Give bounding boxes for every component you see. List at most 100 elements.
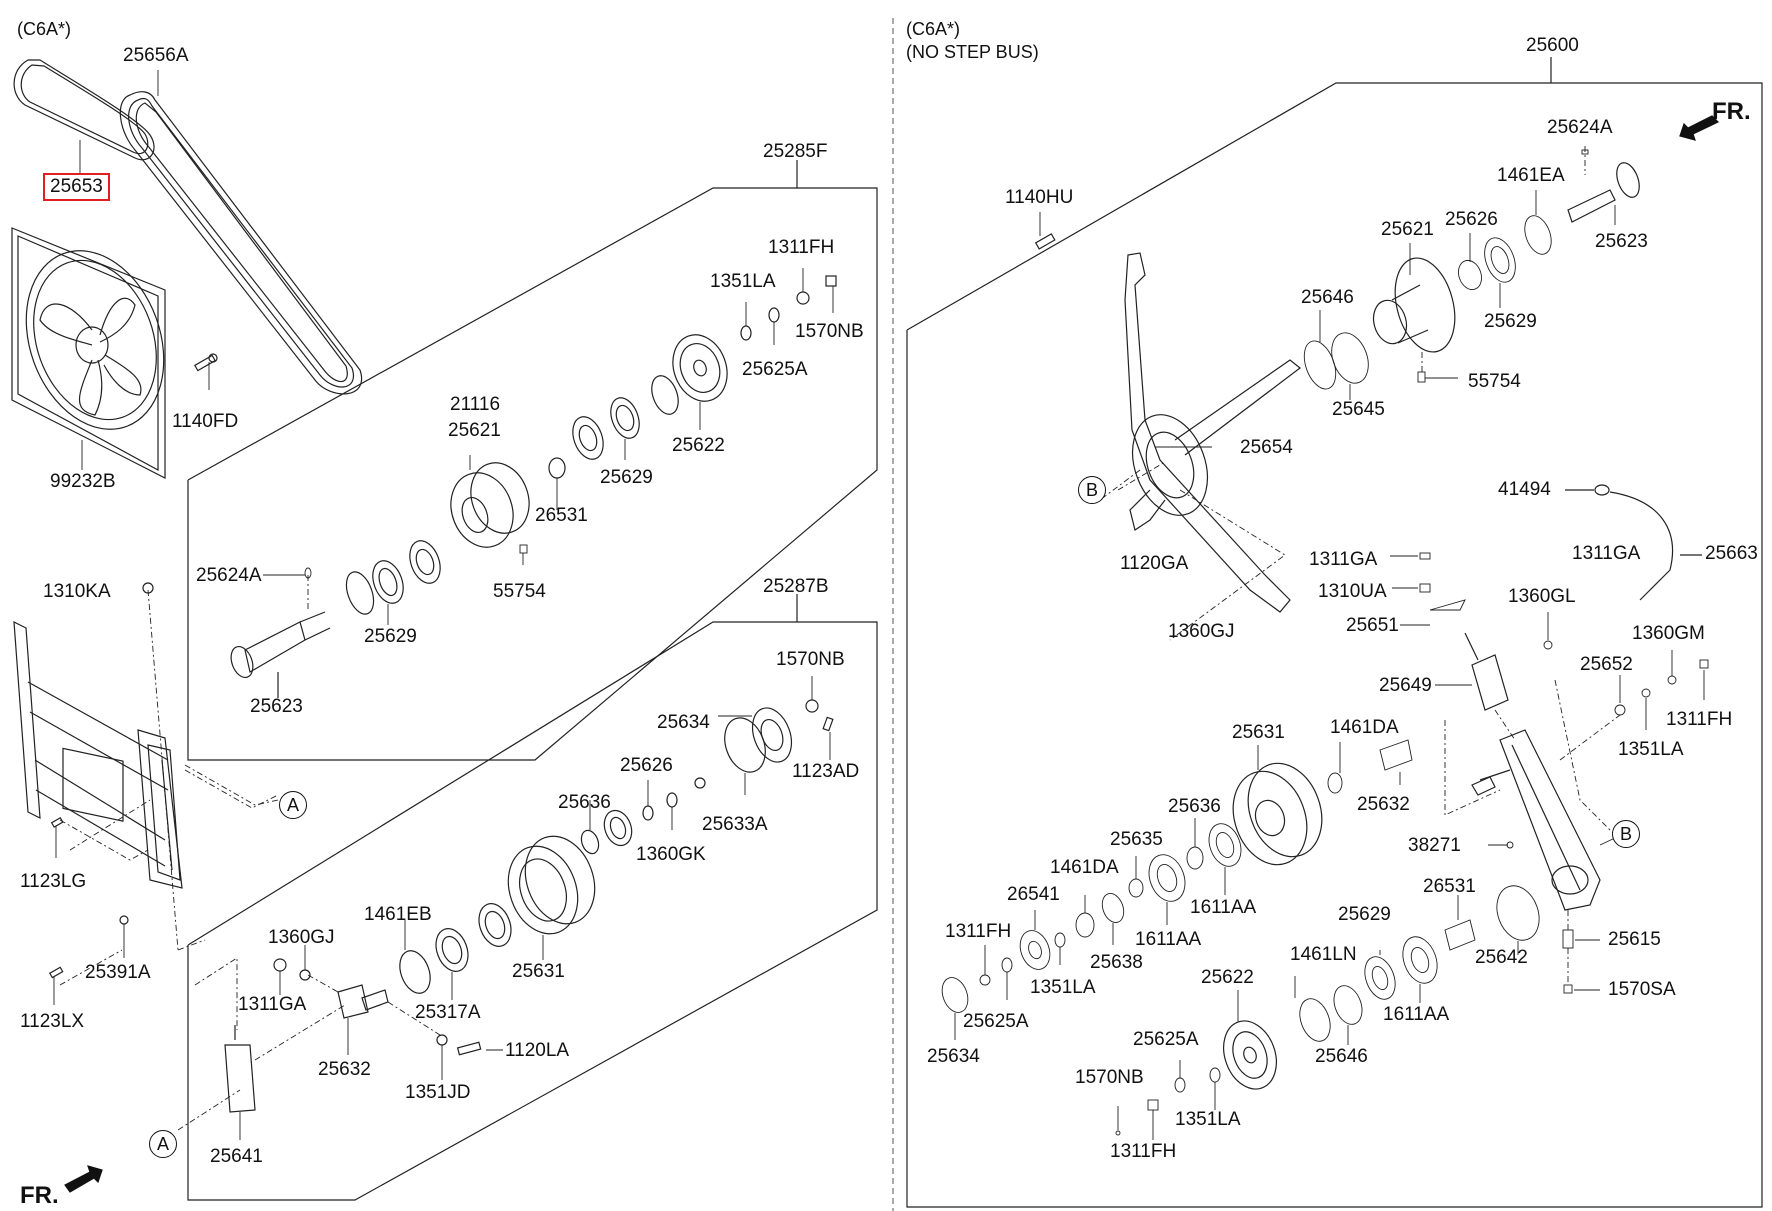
part-label-25629-b[interactable]: 25629 <box>364 626 417 647</box>
part-label-1310KA[interactable]: 1310KA <box>43 581 111 602</box>
part-label-1360GM[interactable]: 1360GM <box>1632 623 1705 644</box>
part-label-1461DA-b[interactable]: 1461DA <box>1050 857 1119 878</box>
part-label-1123LX[interactable]: 1123LX <box>20 1011 85 1032</box>
part-label-1351LA-right-b[interactable]: 1351LA <box>1030 977 1096 998</box>
part-label-38271[interactable]: 38271 <box>1408 835 1461 856</box>
part-label-25638[interactable]: 25638 <box>1090 952 1143 973</box>
part-label-25652[interactable]: 25652 <box>1580 654 1633 675</box>
part-label-1311GA[interactable]: 1311GA <box>238 994 307 1015</box>
part-label-25623-right[interactable]: 25623 <box>1595 231 1648 252</box>
part-label-1611AA[interactable]: 1611AA <box>1190 897 1257 918</box>
part-label-1311FH-right-b[interactable]: 1311FH <box>945 921 1012 942</box>
part-label-1351LA-right[interactable]: 1351LA <box>1618 739 1684 760</box>
part-label-1360GJ-right[interactable]: 1360GJ <box>1168 621 1235 642</box>
part-label-1311FH-right[interactable]: 1311FH <box>1666 709 1733 730</box>
part-label-25615[interactable]: 25615 <box>1608 929 1661 950</box>
part-label-99232B[interactable]: 99232B <box>50 471 116 492</box>
part-label-25646-b[interactable]: 25646 <box>1315 1046 1368 1067</box>
part-label-25626[interactable]: 25626 <box>620 755 673 776</box>
pulley-25622-right-icon <box>1223 1020 1277 1090</box>
part-label-1120LA[interactable]: 1120LA <box>505 1040 570 1061</box>
part-label-25625A-right[interactable]: 25625A <box>963 1011 1029 1032</box>
part-label-1123AD[interactable]: 1123AD <box>792 761 860 782</box>
part-label-25636-right[interactable]: 25636 <box>1168 796 1221 817</box>
callout-A-lower[interactable]: A <box>149 1130 177 1158</box>
part-label-25391A[interactable]: 25391A <box>85 962 151 983</box>
part-label-1311FH[interactable]: 1311FH <box>768 237 835 258</box>
part-label-25285F[interactable]: 25285F <box>763 141 828 162</box>
part-label-55754-right[interactable]: 55754 <box>1468 371 1521 392</box>
part-label-25635[interactable]: 25635 <box>1110 829 1163 850</box>
part-label-25653-highlighted[interactable]: 25653 <box>43 173 110 201</box>
callout-B-upper[interactable]: B <box>1078 476 1106 504</box>
part-label-26541[interactable]: 26541 <box>1007 884 1060 905</box>
part-label-25626-right[interactable]: 25626 <box>1445 209 1498 230</box>
part-label-1461LN[interactable]: 1461LN <box>1290 944 1357 965</box>
part-label-25634[interactable]: 25634 <box>657 712 710 733</box>
part-label-1461EA[interactable]: 1461EA <box>1497 165 1565 186</box>
part-label-25631-right[interactable]: 25631 <box>1232 722 1285 743</box>
part-label-1351JD[interactable]: 1351JD <box>405 1082 471 1103</box>
part-label-1611AA-b[interactable]: 1611AA <box>1135 929 1202 950</box>
callout-A-upper[interactable]: A <box>279 791 307 819</box>
part-label-25641[interactable]: 25641 <box>210 1146 263 1167</box>
part-label-25634-right[interactable]: 25634 <box>927 1046 980 1067</box>
part-label-1120GA[interactable]: 1120GA <box>1120 553 1189 574</box>
part-label-1311GA-right[interactable]: 1311GA <box>1309 549 1378 570</box>
part-label-25645[interactable]: 25645 <box>1332 399 1385 420</box>
part-label-25656A[interactable]: 25656A <box>123 45 189 66</box>
part-label-1351LA[interactable]: 1351LA <box>710 271 776 292</box>
part-label-21116[interactable]: 21116 <box>450 394 501 415</box>
part-label-1360GJ[interactable]: 1360GJ <box>268 927 335 948</box>
part-label-25317A[interactable]: 25317A <box>415 1002 481 1023</box>
part-label-25624A-right[interactable]: 25624A <box>1547 117 1613 138</box>
part-label-1570NB[interactable]: 1570NB <box>795 321 864 342</box>
part-label-1611AA-c[interactable]: 1611AA <box>1383 1004 1450 1025</box>
part-label-1351LA-right-c[interactable]: 1351LA <box>1175 1109 1241 1130</box>
part-label-25629-right[interactable]: 25629 <box>1484 311 1537 332</box>
part-label-25646[interactable]: 25646 <box>1301 287 1354 308</box>
part-label-25622[interactable]: 25622 <box>672 435 725 456</box>
part-label-25636[interactable]: 25636 <box>558 792 611 813</box>
part-label-25623[interactable]: 25623 <box>250 696 303 717</box>
part-label-25642[interactable]: 25642 <box>1475 947 1528 968</box>
callout-B-lower[interactable]: B <box>1612 820 1640 848</box>
part-label-25654[interactable]: 25654 <box>1240 437 1293 458</box>
part-label-1461EB[interactable]: 1461EB <box>364 904 432 925</box>
part-label-25651[interactable]: 25651 <box>1346 615 1399 636</box>
adjuster-block-25641-icon <box>224 1025 256 1113</box>
part-label-1360GL[interactable]: 1360GL <box>1508 586 1576 607</box>
part-label-25621-right[interactable]: 25621 <box>1381 219 1434 240</box>
part-label-1310UA[interactable]: 1310UA <box>1318 581 1387 602</box>
part-label-25629[interactable]: 25629 <box>600 467 653 488</box>
part-label-25621[interactable]: 25621 <box>448 420 501 441</box>
part-label-1570NB-b[interactable]: 1570NB <box>776 649 845 670</box>
part-label-41494[interactable]: 41494 <box>1498 479 1551 500</box>
part-label-1570SA[interactable]: 1570SA <box>1608 979 1676 1000</box>
part-label-26531-right[interactable]: 26531 <box>1423 876 1476 897</box>
part-label-25625A-right-b[interactable]: 25625A <box>1133 1029 1199 1050</box>
part-label-1570NB-right[interactable]: 1570NB <box>1075 1067 1144 1088</box>
part-label-1140HU[interactable]: 1140HU <box>1005 187 1074 208</box>
part-label-25632[interactable]: 25632 <box>318 1059 371 1080</box>
part-label-25622-right[interactable]: 25622 <box>1201 967 1254 988</box>
part-label-1360GK[interactable]: 1360GK <box>636 844 706 865</box>
part-label-25625A[interactable]: 25625A <box>742 359 808 380</box>
part-label-25632-right[interactable]: 25632 <box>1357 794 1410 815</box>
part-label-1311FH-right-c[interactable]: 1311FH <box>1110 1141 1177 1162</box>
part-label-25629-right-b[interactable]: 25629 <box>1338 904 1391 925</box>
part-label-25633A[interactable]: 25633A <box>702 814 768 835</box>
part-label-1140FD[interactable]: 1140FD <box>172 411 239 432</box>
part-label-1311GA-right-b[interactable]: 1311GA <box>1572 543 1641 564</box>
part-label-25287B[interactable]: 25287B <box>763 576 829 597</box>
part-label-55754[interactable]: 55754 <box>493 581 546 602</box>
part-label-25649[interactable]: 25649 <box>1379 675 1432 696</box>
part-label-1123LG[interactable]: 1123LG <box>20 871 87 892</box>
part-label-26531[interactable]: 26531 <box>535 505 588 526</box>
part-label-1461DA[interactable]: 1461DA <box>1330 717 1399 738</box>
part-label-25631[interactable]: 25631 <box>512 961 565 982</box>
part-label-25624A[interactable]: 25624A <box>196 565 262 586</box>
part-label-25600[interactable]: 25600 <box>1526 35 1579 56</box>
part-label-25663[interactable]: 25663 <box>1705 543 1758 564</box>
